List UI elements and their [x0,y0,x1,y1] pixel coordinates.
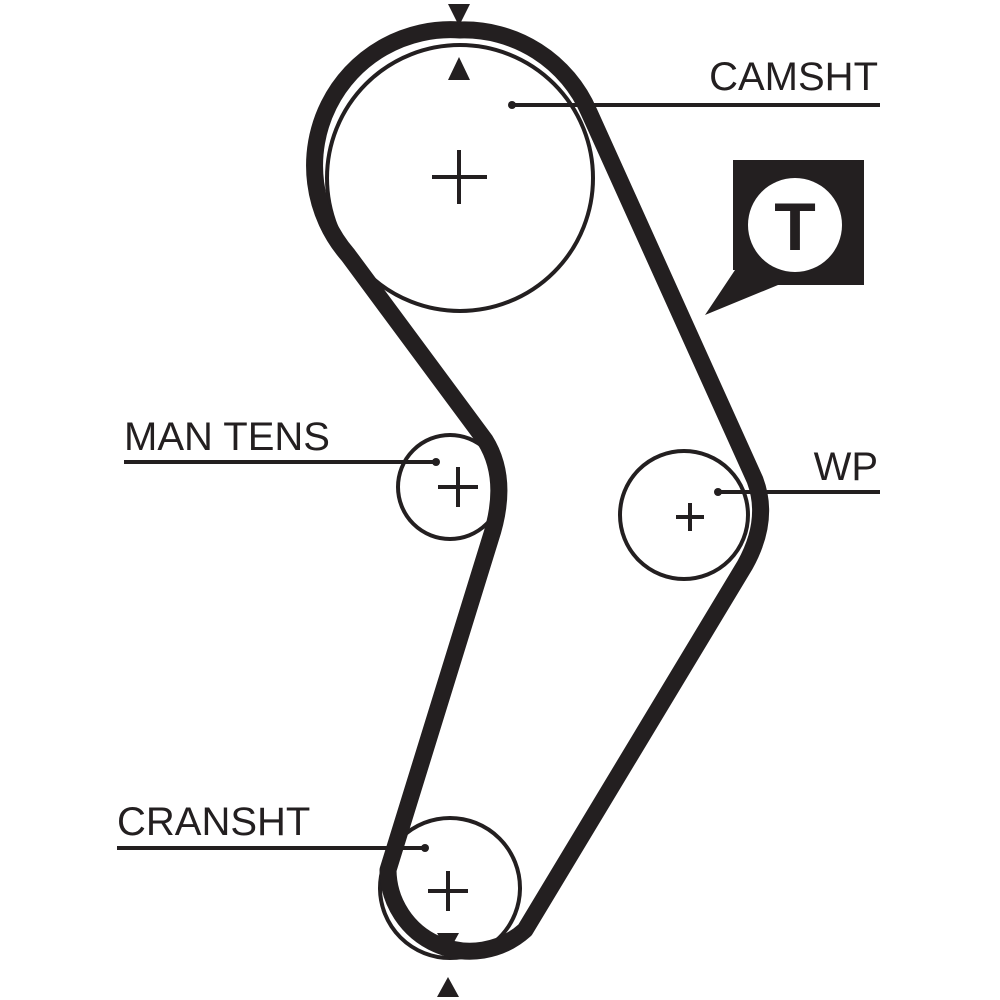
tensioner-badge: T [705,160,864,315]
manual-tensioner-center-cross [438,467,478,507]
crankshaft-center-cross [428,871,468,911]
crankshaft-leader [117,844,429,852]
water-pump-center-cross [676,503,704,531]
timing-belt [306,21,770,960]
camshaft-timing-mark [448,4,470,80]
water-pump-label: WP [814,445,878,489]
crankshaft-pulley [378,816,522,960]
water-pump-leader [714,488,880,496]
tensioner-badge-letter: T [774,189,816,265]
camshaft-pulley [325,43,595,313]
crankshaft-label: CRANSHT [117,800,310,844]
camshaft-center-cross [432,150,487,204]
crankshaft-timing-mark [437,933,459,997]
water-pump-pulley [618,449,750,581]
camshaft-label: CAMSHT [709,55,878,99]
manual-tensioner-leader [124,458,440,466]
manual-tensioner-label: MAN TENS [124,415,330,459]
camshaft-leader [508,101,880,109]
